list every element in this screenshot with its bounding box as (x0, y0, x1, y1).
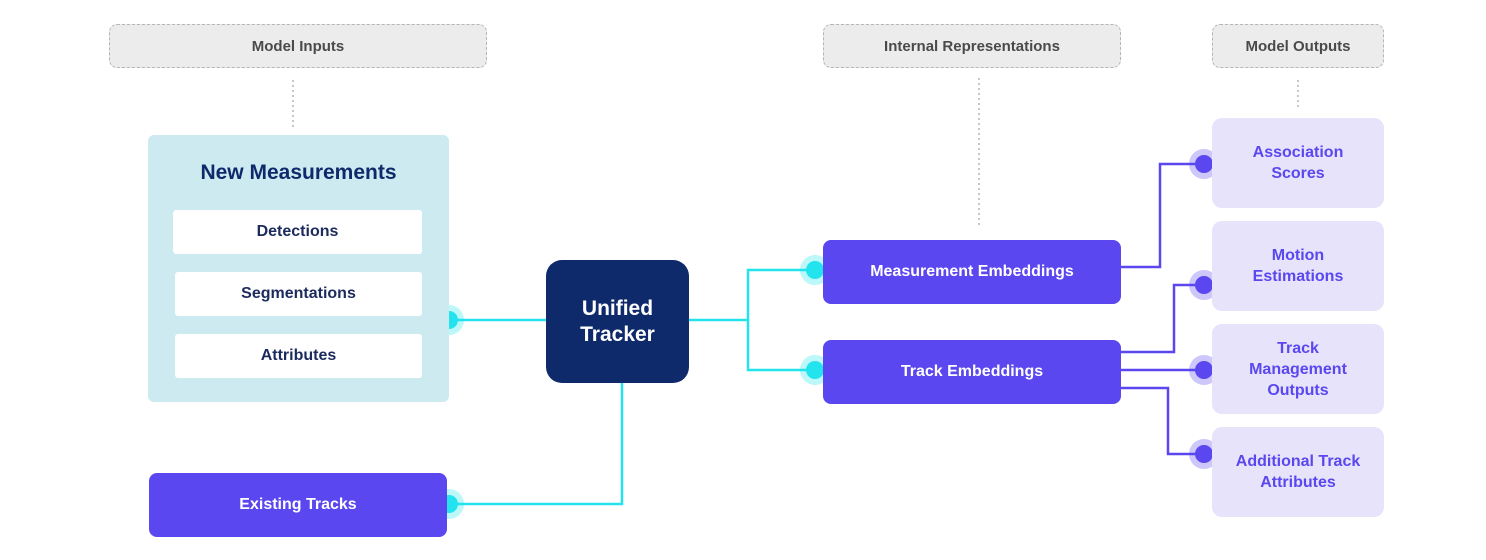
track-embeddings-box: Track Embeddings (823, 340, 1121, 404)
detections-item: Detections (173, 210, 422, 254)
unified-tracker-box: Unified Tracker (546, 260, 689, 383)
wire-track-emb-to-motion (1121, 283, 1204, 354)
attributes-item: Attributes (175, 334, 422, 378)
new-measurements-title: New Measurements (200, 161, 397, 184)
additional-track-attributes-box: Additional Track Attributes (1212, 427, 1384, 517)
existing-tracks-box: Existing Tracks (149, 473, 447, 537)
measurement-embeddings-box: Measurement Embeddings (823, 240, 1121, 304)
header-internal-representations: Internal Representations (823, 24, 1121, 68)
header-model-inputs: Model Inputs (109, 24, 487, 68)
wire-tracker-to-embeddings (688, 268, 815, 372)
wire-existing-tracks-to-tracker (449, 382, 624, 506)
purple-connector-nodes (1189, 149, 1219, 469)
segmentations-item: Segmentations (175, 272, 422, 316)
header-model-outputs: Model Outputs (1212, 24, 1384, 68)
wire-measurement-emb-to-association (1121, 162, 1204, 269)
association-scores-box: Association Scores (1212, 118, 1384, 208)
track-management-outputs-box: Track Management Outputs (1212, 324, 1384, 414)
unified-tracker-label: Unified Tracker (580, 296, 655, 346)
wire-track-emb-to-attributes (1121, 386, 1204, 456)
new-measurements-panel: New Measurements Detections Segmentation… (148, 135, 449, 402)
motion-estimations-box: Motion Estimations (1212, 221, 1384, 311)
